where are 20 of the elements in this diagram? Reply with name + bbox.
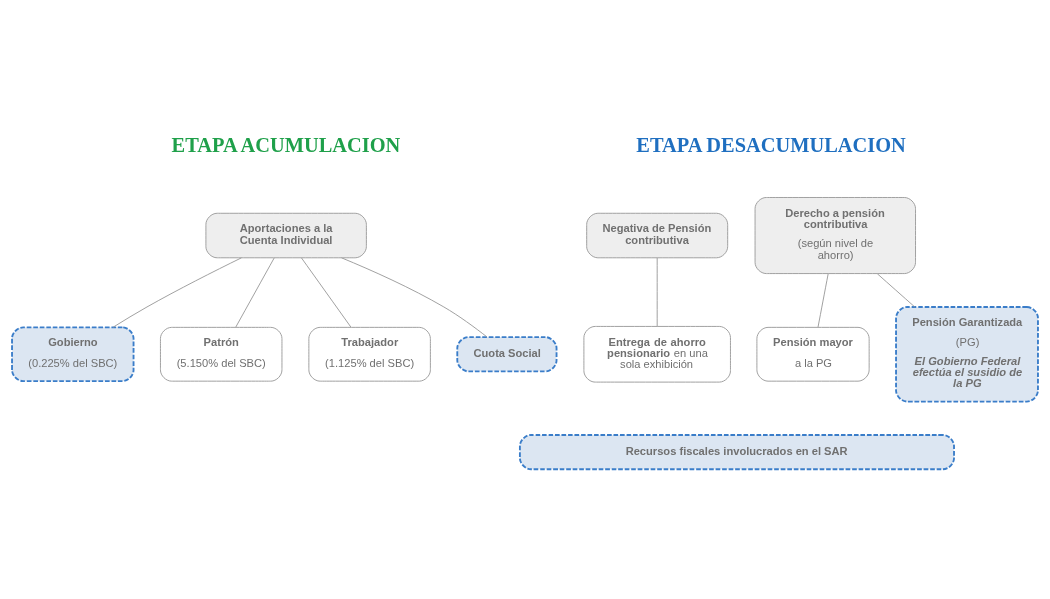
- connector: [341, 256, 488, 337]
- node-box: Negativa de Pensión contributiva: [586, 212, 729, 258]
- connector: [301, 256, 352, 328]
- connector: [656, 256, 658, 327]
- node-box: Pensión Garantizada (PG) El Gobierno Federal efectúa el susidio de la PG: [895, 305, 1039, 402]
- label: ETAPA ACUMULACION: [171, 133, 401, 156]
- node-box: Trabajador (1.125% del SBC): [308, 326, 431, 382]
- node-box: Derecho a pensión contributiva (según nivel de ahorro): [754, 196, 916, 274]
- connector: [817, 272, 829, 328]
- connector: [235, 256, 275, 328]
- node-box: Entrega de ahorro pensionario en una sola exhibición: [583, 325, 731, 383]
- node-box: Gobierno (0.225% del SBC): [11, 325, 135, 382]
- node-box: Recursos fiscales involucrados en el SAR: [518, 433, 955, 470]
- connector: [112, 256, 242, 328]
- node-box: Aportaciones a la Cuenta Individual: [205, 212, 367, 258]
- node-box: Patrón (5.150% del SBC): [160, 326, 283, 382]
- label: ETAPA DESACUMULACION: [636, 133, 906, 156]
- connector: [876, 272, 916, 307]
- node-box: Cuota Social: [456, 335, 558, 372]
- node-box: Pensión mayor a la PG: [756, 326, 870, 382]
